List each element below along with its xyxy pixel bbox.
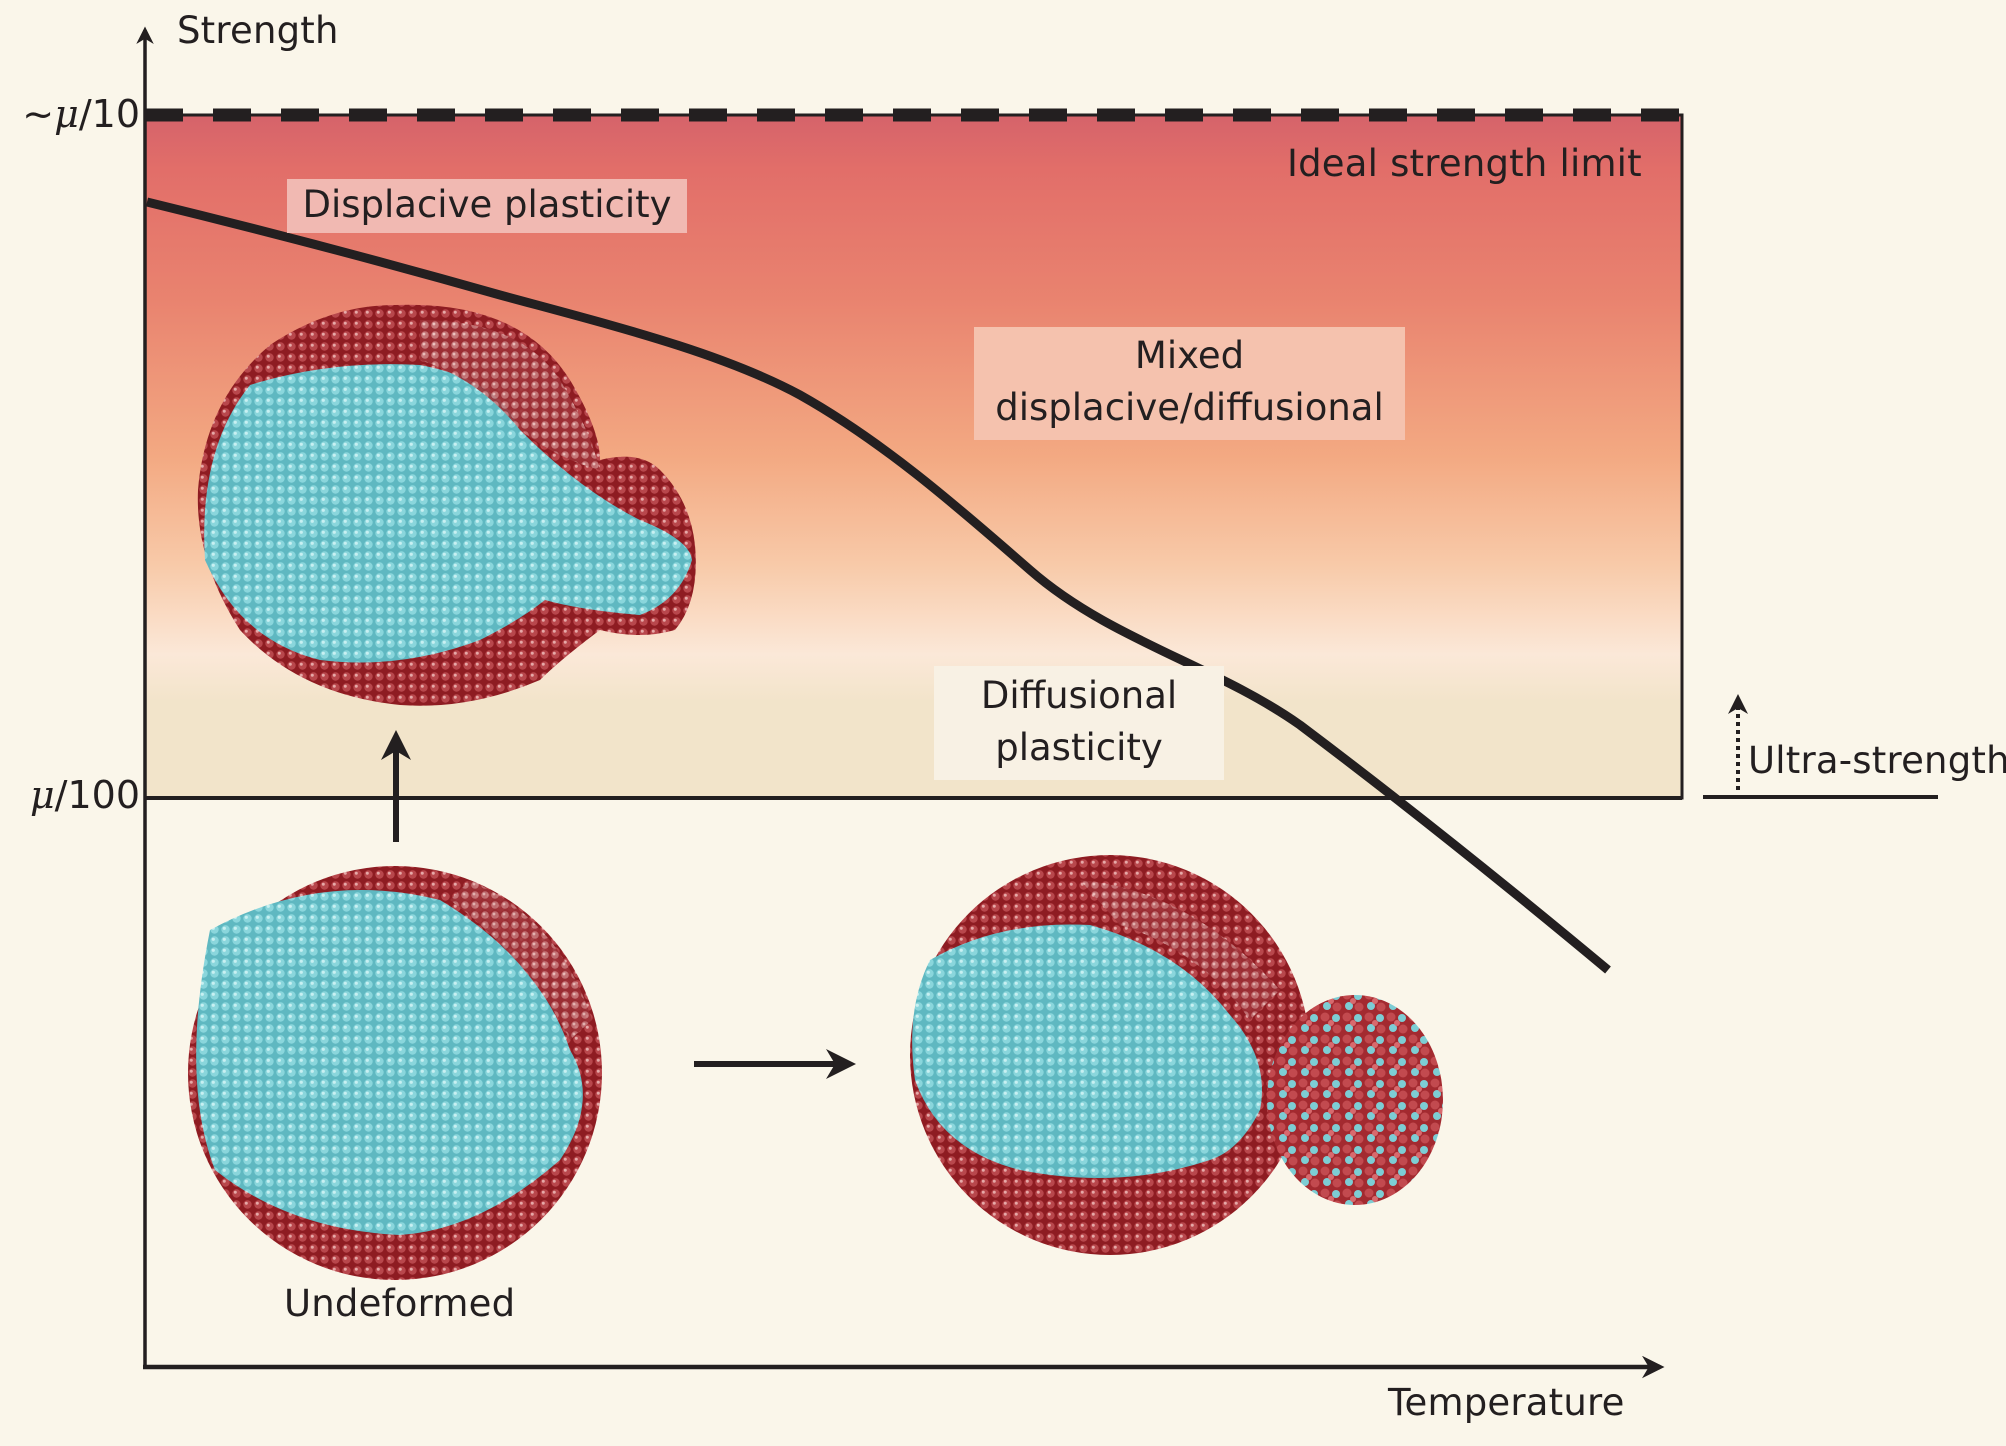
tag-text-line1: Diffusional — [980, 674, 1178, 717]
ideal-strength-label: Ideal strength limit — [1287, 142, 1642, 185]
tag-displacive-plasticity: Displacive plasticity — [287, 179, 687, 233]
tag-text-line2: displacive/diffusional — [995, 386, 1384, 429]
undeformed-label: Undeformed — [284, 1282, 516, 1325]
nanoparticle-displacive — [197, 304, 696, 706]
nanoparticle-undeformed — [188, 866, 602, 1280]
strength-curve — [145, 197, 1611, 974]
mu-symbol: μ — [54, 92, 79, 136]
ultra-strength-label: Ultra-strength — [1748, 739, 2006, 782]
tick-denominator: /10 — [78, 92, 140, 136]
tick-prefix: ~ — [22, 92, 55, 136]
mu-symbol: μ — [29, 773, 55, 817]
tick-denominator: /100 — [54, 773, 140, 817]
y-axis-label: Strength — [177, 9, 339, 52]
tag-text-line1: Mixed — [1134, 334, 1245, 377]
nanoparticle-diffusional — [910, 855, 1443, 1255]
tag-diffusional-plasticity: Diffusional plasticity — [934, 666, 1224, 780]
x-axis-label: Temperature — [1388, 1381, 1625, 1424]
tag-text-line2: plasticity — [995, 726, 1163, 769]
tick-mu-over-10: ~μ/10 — [22, 92, 140, 136]
tick-mu-over-100: μ/100 — [30, 773, 140, 817]
tag-mixed-plasticity: Mixed displacive/diffusional — [974, 327, 1405, 440]
tag-text: Displacive plasticity — [302, 183, 672, 226]
